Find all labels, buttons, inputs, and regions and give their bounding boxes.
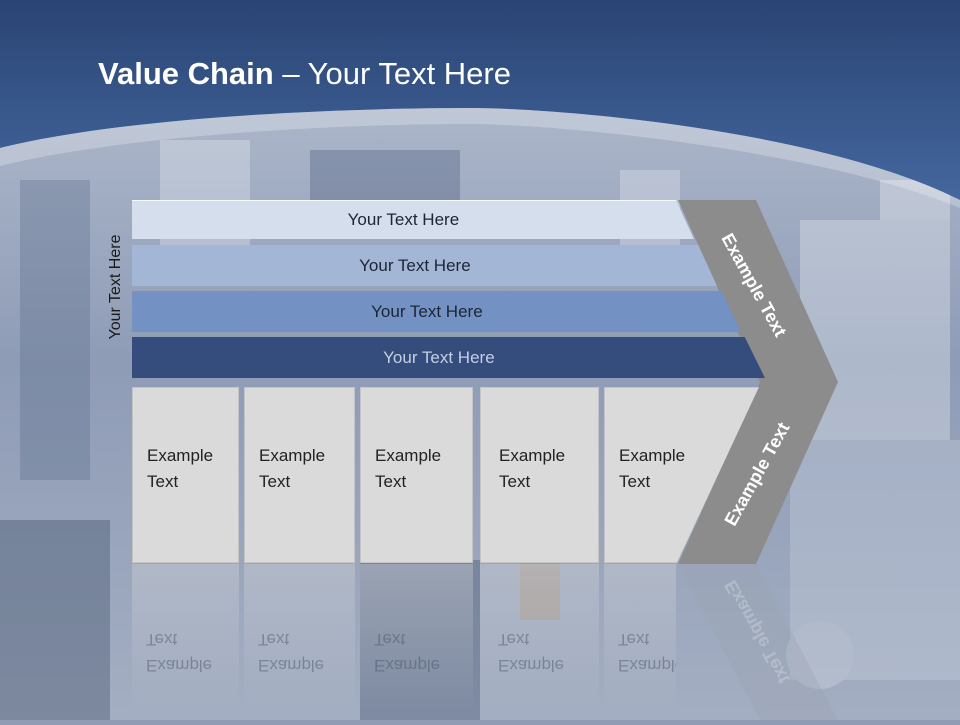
vertical-label: Your Text Here [107,234,124,340]
chevron-arrow-reflection [678,564,838,720]
box-line-1: Example [375,446,442,465]
box-line-2: Text [259,472,291,491]
band-1: Your Text Here [132,200,694,239]
reflection-line-2: Text [146,630,178,649]
reflection-line-2: Text [498,630,530,649]
box-line-1: Example [147,446,214,465]
box-reflection-5: Example Text [604,564,676,714]
reflection-line-2: Text [618,630,650,649]
chevron-arrow [678,200,838,564]
activity-box-4: Example Text [480,387,599,563]
title-bold: Value Chain [98,56,274,91]
activity-box-3: Example Text [360,387,473,563]
band-4: Your Text Here [132,337,765,378]
box-line-1: Example [619,446,686,465]
box-line-2: Text [619,472,651,491]
box-line-2: Text [147,472,179,491]
box-reflection-1: Example Text [132,564,239,714]
box-reflection-3: Example Text [360,564,473,714]
band-2: Your Text Here [132,245,717,286]
reflection-line-1: Example [258,656,325,675]
activity-box-1: Example Text [132,387,239,563]
box-line-2: Text [499,472,531,491]
band-3: Your Text Here [132,291,741,332]
reflection-line-1: Example [618,656,676,675]
reflection-line-2: Text [258,630,290,649]
reflection-line-1: Example [374,656,441,675]
header-highlight [0,108,960,208]
box-line-1: Example [499,446,566,465]
reflection-line-2: Text [374,630,406,649]
activity-box-2: Example Text [244,387,355,563]
slide-title: Value Chain – Your Text Here [98,54,511,94]
header-band [0,0,960,200]
box-line-1: Example [259,446,326,465]
reflection-line-1: Example [146,656,213,675]
reflection-line-1: Example [498,656,565,675]
box-reflection-2: Example Text [244,564,355,714]
box-reflection-4: Example Text [480,564,599,714]
title-rest: – Your Text Here [273,56,511,91]
box-line-2: Text [375,472,407,491]
